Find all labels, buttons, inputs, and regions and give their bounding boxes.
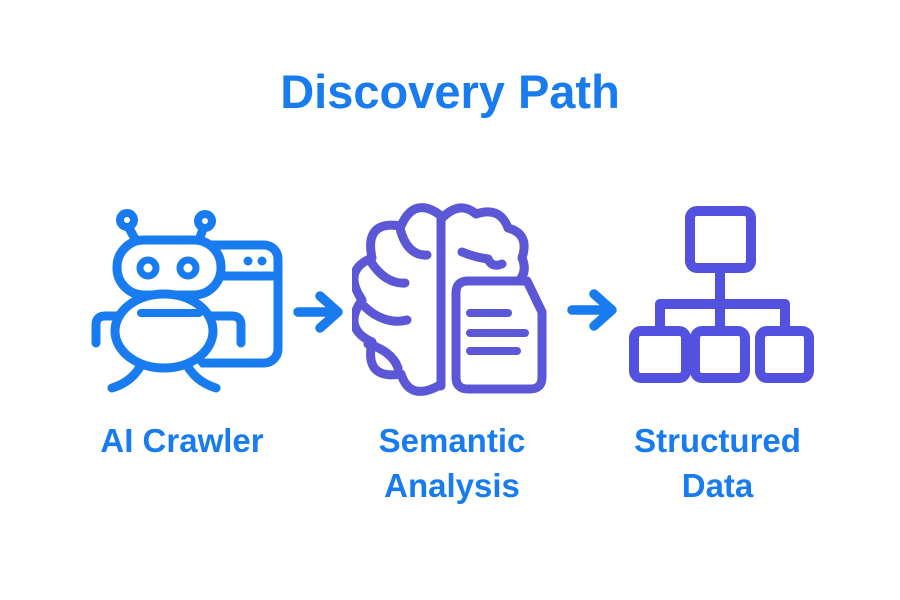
step-label-structured-data: Structured Data (634, 422, 801, 504)
step-label-semantic-analysis: Semantic Analysis (378, 422, 526, 504)
right-arrow-icon (567, 289, 617, 331)
right-arrow-icon (293, 291, 343, 333)
brain-document-icon (352, 203, 547, 396)
ai-crawler-icon (86, 209, 283, 398)
robot-bug-icon (86, 209, 251, 398)
brain-icon (352, 203, 529, 396)
hierarchy-tree-icon (629, 206, 814, 383)
tree-nodes (629, 206, 814, 383)
step-label-ai-crawler: AI Crawler (100, 422, 264, 459)
tree-connectors (655, 263, 790, 338)
page-title: Discovery Path (280, 65, 620, 118)
document-icon (451, 276, 547, 394)
